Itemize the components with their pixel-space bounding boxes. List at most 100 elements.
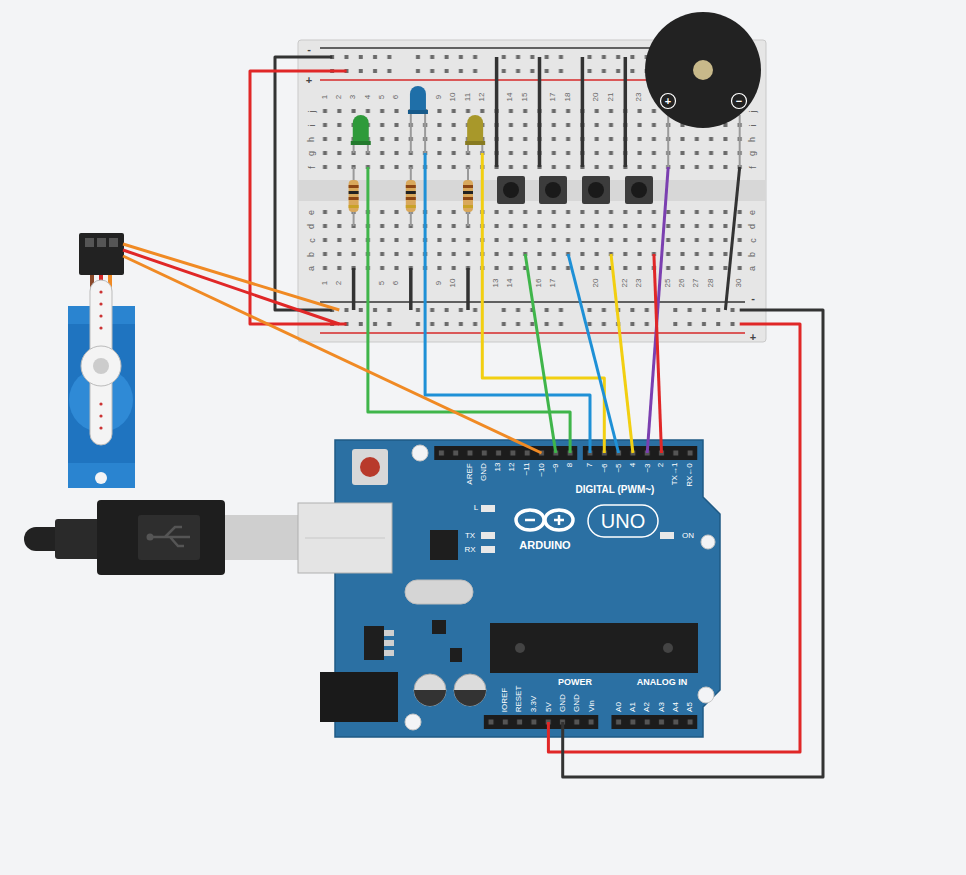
servo-horn-hole	[99, 414, 102, 417]
connector-pin	[97, 238, 106, 247]
row-letter: j	[308, 110, 317, 112]
pin-label: A4	[672, 702, 680, 712]
capacitor	[454, 674, 486, 706]
row-number: 26	[679, 279, 687, 288]
row-number: 5	[378, 95, 386, 99]
pin-label: RX←0	[686, 463, 694, 487]
row-number: 14	[507, 279, 515, 288]
regulator-tab	[384, 630, 394, 636]
logo-mark	[516, 510, 544, 530]
button-body	[539, 176, 567, 204]
row-number: 1	[321, 95, 329, 99]
resistor-band	[406, 191, 416, 194]
pin-label: GND	[559, 694, 567, 712]
power-wire	[548, 324, 800, 752]
signal-wire	[368, 167, 570, 453]
row-number: 1	[321, 281, 329, 285]
row-number: 9	[435, 95, 443, 99]
resistor-band	[406, 205, 416, 208]
buzzer-pin-ring	[661, 94, 676, 109]
row-letter: c	[749, 238, 758, 243]
push-button	[497, 176, 525, 204]
model-badge	[588, 505, 658, 537]
row-number: 5	[378, 281, 386, 285]
pin-label: 12	[509, 463, 517, 472]
led-label: RX	[464, 546, 475, 554]
resistor-band	[349, 205, 359, 208]
row-letter: i	[308, 124, 317, 126]
servo-screw	[93, 358, 109, 374]
pin-header	[484, 715, 598, 729]
pin-label: A0	[615, 702, 623, 712]
signal-wire	[482, 153, 604, 453]
led-leg	[410, 110, 412, 153]
button-body	[582, 176, 610, 204]
usb-socket	[298, 503, 392, 573]
led-label: ON	[682, 532, 694, 540]
row-number: 18	[564, 93, 572, 102]
logo-mark	[558, 515, 561, 525]
row-letter: a	[748, 265, 757, 270]
button-body	[497, 176, 525, 204]
rail-sign: +	[750, 332, 756, 343]
jumper-wire	[624, 57, 628, 167]
row-letter: a	[307, 265, 316, 270]
led-body	[353, 115, 369, 143]
usb-plug-neck	[225, 515, 298, 560]
servo-wire	[123, 244, 339, 310]
servo-mount-hole	[95, 472, 107, 484]
buzzer-pin-sign: −	[736, 96, 742, 107]
row-number: 20	[593, 279, 601, 288]
row-number: 17	[550, 93, 558, 102]
resistor-band	[406, 185, 416, 188]
rail-sign: +	[306, 75, 312, 86]
button-cap	[631, 182, 647, 198]
pin-label: 4	[629, 463, 637, 467]
pin-label: GND	[480, 463, 488, 481]
servo-flange	[68, 463, 135, 488]
row-number: 11	[464, 93, 472, 101]
row-number: 27	[693, 279, 701, 288]
row-number: 6	[392, 95, 400, 99]
smd-led	[660, 532, 674, 539]
servo-wire	[123, 250, 339, 324]
push-button	[539, 176, 567, 204]
pin-label: A1	[629, 702, 637, 712]
led-body	[467, 115, 483, 143]
pin-label: ~11	[523, 463, 531, 476]
pin-label: 2	[657, 463, 665, 467]
rail-sign: -	[307, 44, 311, 55]
signal-wire	[654, 254, 662, 453]
row-letter: b	[307, 251, 316, 256]
mounting-hole	[412, 445, 428, 461]
brand-name: ARDUINO	[519, 540, 570, 551]
mounting-hole	[405, 714, 421, 730]
row-letter: g	[307, 150, 316, 155]
pin-label: ~10	[537, 463, 545, 477]
usb-plug	[97, 500, 225, 575]
hole-field	[318, 205, 747, 275]
buzzer-pin-sign: +	[665, 96, 671, 107]
row-number: 15	[521, 93, 529, 102]
signal-wire	[568, 254, 619, 453]
connector-pin	[85, 238, 94, 247]
jumper-wire	[725, 167, 739, 310]
buzzer-pin-ring	[732, 94, 747, 109]
row-number: 13	[493, 279, 501, 288]
row-number: 10	[450, 93, 458, 102]
pin-label: TX→1	[672, 463, 680, 486]
smd-led	[481, 546, 495, 553]
row-number: 28	[707, 279, 715, 288]
usb-chip	[430, 530, 458, 560]
jumper-wire	[352, 268, 356, 310]
pin-header	[583, 446, 697, 460]
regulator-tab	[384, 650, 394, 656]
buzzer-body	[645, 12, 761, 128]
pin-label: Vin	[587, 701, 595, 712]
led-body	[410, 86, 426, 112]
model-name: UNO	[601, 511, 645, 531]
capacitor	[414, 674, 446, 706]
pin-label: ~3	[643, 463, 651, 472]
